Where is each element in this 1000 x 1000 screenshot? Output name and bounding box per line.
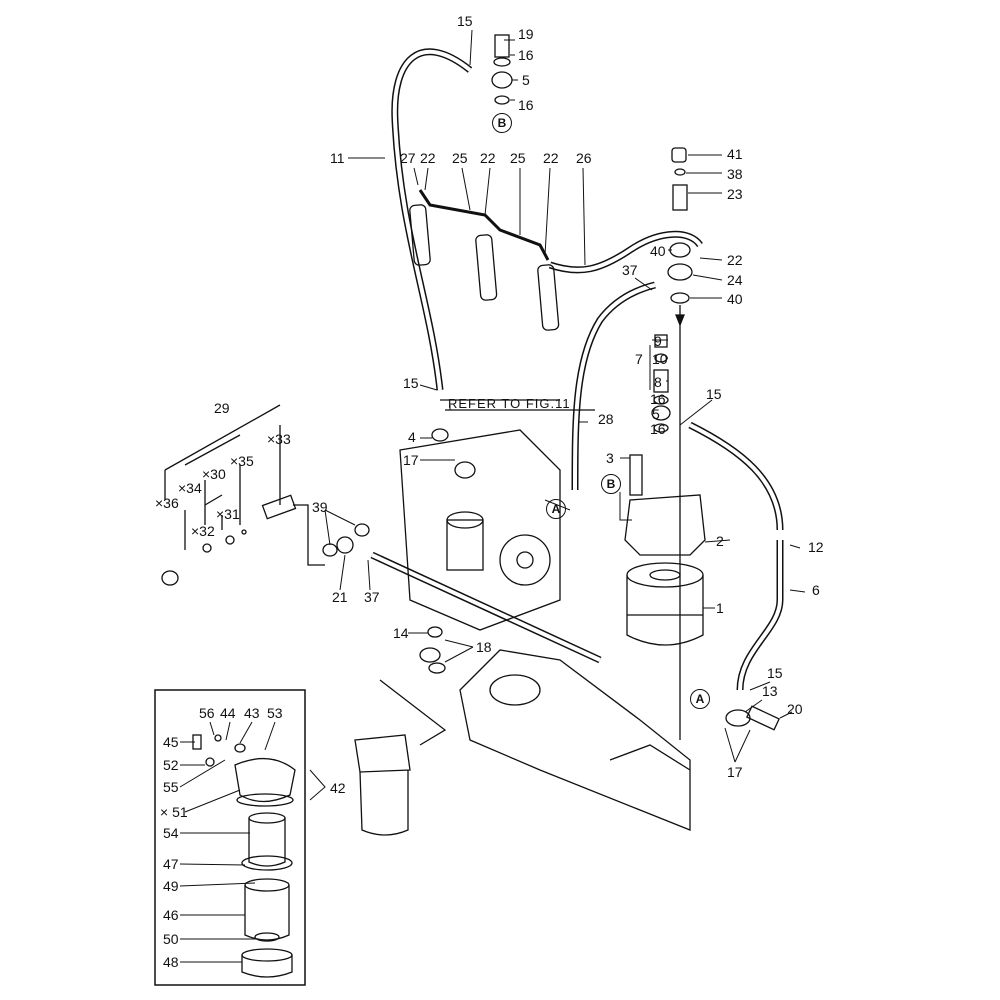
callout-25: 25: [452, 150, 468, 166]
callout-53: 53: [267, 705, 283, 721]
callout-17: 17: [727, 764, 743, 780]
callout-x51: × 51: [160, 804, 188, 820]
intake-manifold: [459, 649, 691, 831]
callout-x32: ×32: [191, 523, 215, 539]
callout-x36: ×36: [155, 495, 179, 511]
inset-parts: [192, 734, 296, 978]
callout-14: 14: [393, 625, 409, 641]
sediment-bowl-assembly: [354, 734, 411, 836]
banjo-lower-parts: [379, 626, 447, 746]
callout-16: 16: [518, 97, 534, 113]
cock-valve: [725, 705, 780, 731]
callout-47: 47: [163, 856, 179, 872]
callout-22: 22: [543, 150, 559, 166]
callout-9: 9: [654, 333, 662, 349]
callout-24: 24: [727, 272, 743, 288]
reference-marker-b: B: [492, 113, 512, 133]
refer-to-figure-note: REFER TO FIG.11: [448, 396, 571, 411]
fuel-filter: [624, 494, 706, 646]
callout-16: 16: [650, 421, 666, 437]
leak-off-pipe: [418, 189, 550, 261]
callout-56: 56: [199, 705, 215, 721]
callout-x30: ×30: [202, 466, 226, 482]
callout-26: 26: [576, 150, 592, 166]
inset-box: [154, 689, 306, 986]
callout-11: 11: [330, 150, 345, 166]
callout-12: 12: [808, 539, 824, 555]
callout-1: 1: [716, 600, 724, 616]
callout-22: 22: [727, 252, 743, 268]
callout-28: 28: [598, 411, 614, 427]
callout-15: 15: [403, 375, 419, 391]
callout-6: 6: [812, 582, 820, 598]
callout-40: 40: [650, 243, 666, 259]
injection-pump: [399, 399, 595, 631]
callout-55: 55: [163, 779, 179, 795]
right-fittings: [667, 147, 693, 740]
callout-13: 13: [762, 683, 778, 699]
callout-22: 22: [480, 150, 496, 166]
callout-16: 16: [650, 391, 666, 407]
callout-44: 44: [220, 705, 236, 721]
callout-23: 23: [727, 186, 743, 202]
callout-7: 7: [635, 351, 643, 367]
callout-10: 10: [652, 351, 668, 367]
callout-8: 8: [654, 374, 662, 390]
callout-5: 5: [652, 406, 660, 422]
pump-kit-parts: [161, 404, 370, 586]
callout-17: 17: [403, 452, 419, 468]
leader-lines: [179, 29, 806, 963]
callout-3: 3: [606, 450, 614, 466]
reference-marker-a: A: [690, 689, 710, 709]
reference-marker-b: B: [601, 474, 621, 494]
callout-38: 38: [727, 166, 743, 182]
callout-50: 50: [163, 931, 179, 947]
callout-2: 2: [716, 533, 724, 549]
injector-nozzles: [409, 204, 560, 331]
callout-25: 25: [510, 150, 526, 166]
callout-37: 37: [622, 262, 638, 278]
reference-marker-a: A: [546, 499, 566, 519]
filter-stack-parts: [629, 334, 671, 496]
callout-37: 37: [364, 589, 380, 605]
fuel-hose-12: [688, 421, 784, 531]
callout-46: 46: [163, 907, 179, 923]
callout-19: 19: [518, 26, 534, 42]
callout-29: 29: [214, 400, 230, 416]
callout-16: 16: [518, 47, 534, 63]
callout-x31: ×31: [216, 506, 240, 522]
callout-15: 15: [767, 665, 783, 681]
callout-43: 43: [244, 705, 260, 721]
callout-18: 18: [476, 639, 492, 655]
callout-41: 41: [727, 146, 743, 162]
callout-15: 15: [457, 13, 473, 29]
callout-x33: ×33: [267, 431, 291, 447]
callout-27: 27: [400, 150, 416, 166]
callout-40: 40: [727, 291, 743, 307]
callout-21: 21: [332, 589, 348, 605]
callout-x35: ×35: [230, 453, 254, 469]
callout-x34: ×34: [178, 480, 202, 496]
callout-39: 39: [312, 499, 328, 515]
callout-5: 5: [522, 72, 530, 88]
fuel-hose-28: [571, 281, 656, 491]
callout-49: 49: [163, 878, 179, 894]
callout-15: 15: [706, 386, 722, 402]
callout-54: 54: [163, 825, 179, 841]
callout-22: 22: [420, 150, 436, 166]
callout-48: 48: [163, 954, 179, 970]
callout-20: 20: [787, 701, 803, 717]
callout-52: 52: [163, 757, 179, 773]
callout-42: 42: [330, 780, 346, 796]
callout-4: 4: [408, 429, 416, 445]
callout-45: 45: [163, 734, 179, 750]
banjo-bolt-parts: [491, 34, 513, 105]
